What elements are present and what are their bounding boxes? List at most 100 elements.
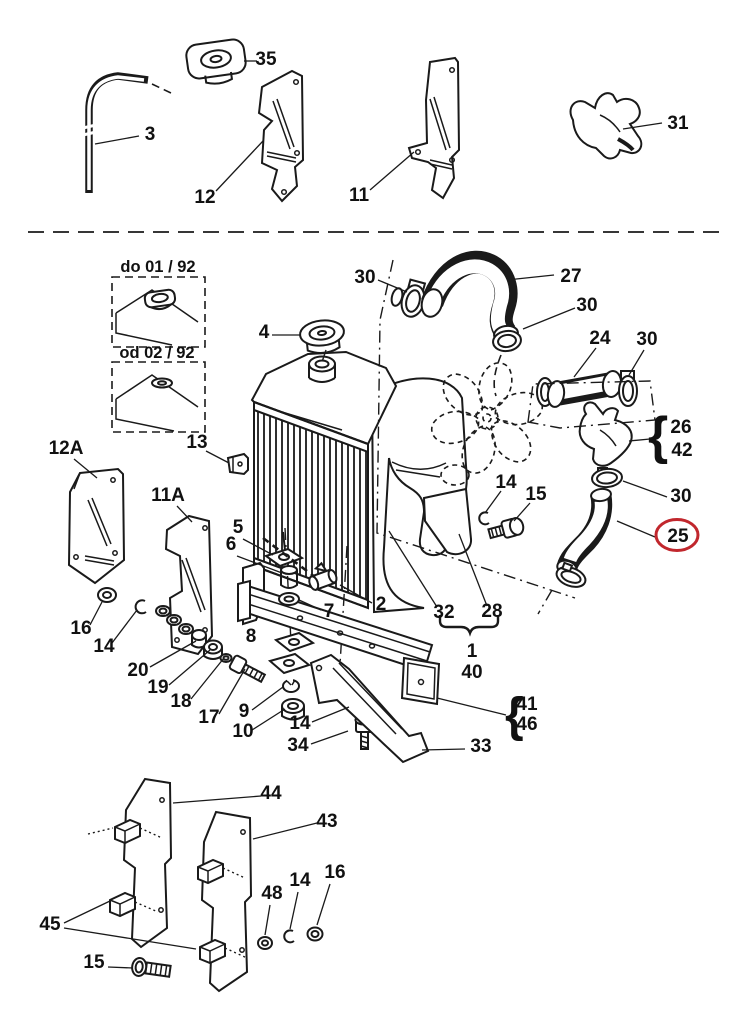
nut-16 <box>97 587 117 603</box>
variant-caption-od-02-92: od 02 / 92 <box>119 344 194 362</box>
overflow-hose-3 <box>82 72 174 193</box>
part-label-15-2: 15 <box>83 952 105 973</box>
part-label-31: 31 <box>667 113 689 134</box>
part-label-14-1: 14 <box>93 636 115 657</box>
part-label-24: 24 <box>589 328 611 349</box>
washer-14-bottom <box>283 929 295 944</box>
part-label-7: 7 <box>324 601 335 622</box>
part-label-13: 13 <box>186 432 207 453</box>
part-label-30-1: 30 <box>354 267 375 288</box>
bypass-hose-31 <box>569 92 643 160</box>
underbrace-1-40 <box>438 615 500 637</box>
part-label-46: 46 <box>516 714 537 735</box>
part-label-16-2: 16 <box>324 862 345 883</box>
hose-clamp-bottom <box>555 561 587 588</box>
part-label-44: 44 <box>260 783 282 804</box>
part-label-17: 17 <box>198 707 219 728</box>
leader-lines <box>63 60 668 969</box>
shroud-foot <box>422 487 473 556</box>
filler-neck <box>308 355 336 383</box>
refline-left <box>376 259 576 599</box>
part-label-11A: 11A <box>151 485 185 506</box>
radiator-core-fins <box>257 404 367 607</box>
part-label-33: 33 <box>470 736 491 757</box>
nut-16-bottom <box>306 926 324 942</box>
part-label-27: 27 <box>560 266 581 287</box>
variant-box-od-02-92 <box>111 361 206 433</box>
tie-bar-crossmember <box>237 561 434 673</box>
bushing-19 <box>203 639 223 660</box>
brace-41-46: { <box>505 689 524 742</box>
fan-shroud-28 <box>370 377 473 614</box>
part-label-14-4: 14 <box>289 870 311 891</box>
part-label-18: 18 <box>170 691 191 712</box>
part-label-30-4: 30 <box>670 486 691 507</box>
tie-bar-end-plate-41-46 <box>400 656 441 706</box>
part-label-42: 42 <box>671 440 692 461</box>
angle-brackets-45 <box>109 818 226 965</box>
short-hose-24 <box>546 370 623 408</box>
bolt-15-shroud <box>487 517 525 540</box>
nut-10 <box>281 698 305 721</box>
part-label-2: 2 <box>376 594 387 615</box>
clip-13 <box>226 452 249 476</box>
nut-48 <box>257 936 273 950</box>
part-label-9: 9 <box>239 701 250 722</box>
part-label-8: 8 <box>246 626 257 647</box>
part-label-4: 4 <box>259 322 270 343</box>
part-label-45: 45 <box>39 914 61 935</box>
pads-8 <box>267 631 316 675</box>
clip-9 <box>282 679 300 693</box>
circlip-14 <box>134 599 147 615</box>
bolt-17 <box>228 654 267 684</box>
part-label-14-2: 14 <box>289 713 311 734</box>
part-label-11: 11 <box>349 185 370 206</box>
part-label-19: 19 <box>147 677 168 698</box>
bracket-44 <box>122 777 173 949</box>
part-label-6: 6 <box>226 534 237 555</box>
part-label-34: 34 <box>287 735 309 756</box>
part-label-26: 26 <box>670 417 691 438</box>
part-label-3: 3 <box>145 124 156 145</box>
mount-stack-5-6-7 <box>263 531 305 606</box>
lower-hose-25 <box>556 487 613 577</box>
washer-14-shroud <box>478 511 490 526</box>
bracket-43 <box>200 810 253 993</box>
hose-clamp-30-mid <box>492 329 522 353</box>
part-label-14-3: 14 <box>495 472 517 493</box>
refline-drain <box>339 545 348 666</box>
variant-caption-do-01-92: do 01 / 92 <box>120 258 195 276</box>
drain-plug-pointer <box>262 536 316 579</box>
part-label-10: 10 <box>232 721 253 742</box>
bolt-15-bottom <box>131 957 172 978</box>
part-label-35: 35 <box>255 49 277 70</box>
part-label-16-1: 16 <box>70 618 91 639</box>
part-label-25-highlighted: 25 <box>667 526 689 547</box>
hose-clamp-30-below-elbow <box>591 467 623 489</box>
drain-plug-2 <box>308 561 338 591</box>
refbox-hose24 <box>527 380 656 429</box>
part-label-30-2: 30 <box>576 295 597 316</box>
part-label-12: 12 <box>194 187 215 208</box>
part-labels: do 01 / 92 od 02 / 92 35 3 12 11 31 4 30… <box>39 49 692 973</box>
bracket-11 <box>407 56 461 200</box>
refline-mount-stack <box>284 527 292 643</box>
refline-bottom-right <box>537 589 553 615</box>
bracket-12A <box>67 467 126 585</box>
part-label-32: 32 <box>433 602 454 623</box>
part-label-20: 20 <box>127 660 148 681</box>
part-label-5: 5 <box>233 517 244 538</box>
variant-box-do-01-92 <box>111 276 206 348</box>
part-label-15-1: 15 <box>525 484 547 505</box>
part-label-41: 41 <box>516 694 538 715</box>
part-label-28: 28 <box>481 601 502 622</box>
part-label-48: 48 <box>261 883 282 904</box>
part-label-30-3: 30 <box>636 329 657 350</box>
thermostat-elbow-26-42 <box>578 401 633 467</box>
fan-dashed <box>430 362 544 486</box>
hidden-hose-continuation <box>493 354 502 397</box>
radiator-core-outline <box>253 400 369 610</box>
bracket-11A <box>155 514 214 656</box>
